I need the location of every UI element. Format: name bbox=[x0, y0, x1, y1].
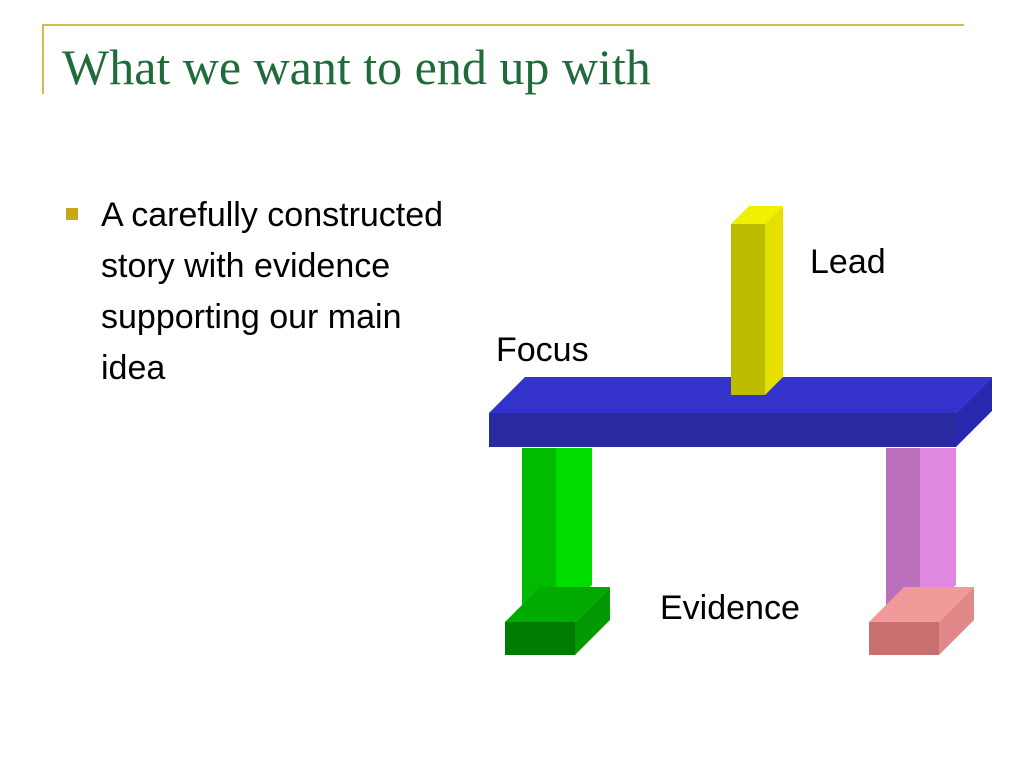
lead-label: Lead bbox=[810, 243, 886, 281]
title-rule-left bbox=[42, 24, 44, 94]
slide-title: What we want to end up with bbox=[62, 39, 651, 95]
right-leg bbox=[886, 448, 956, 620]
focus-label: Focus bbox=[496, 331, 589, 369]
evidence-label: Evidence bbox=[660, 589, 800, 627]
left-base bbox=[505, 587, 610, 655]
table-diagram bbox=[489, 206, 992, 655]
right-base bbox=[869, 587, 974, 655]
title-rule-top bbox=[42, 24, 964, 26]
left-leg bbox=[522, 448, 592, 620]
bullet-text: A carefully constructed story with evide… bbox=[101, 196, 444, 387]
lead-post bbox=[731, 206, 783, 395]
bullet-icon bbox=[66, 208, 78, 220]
